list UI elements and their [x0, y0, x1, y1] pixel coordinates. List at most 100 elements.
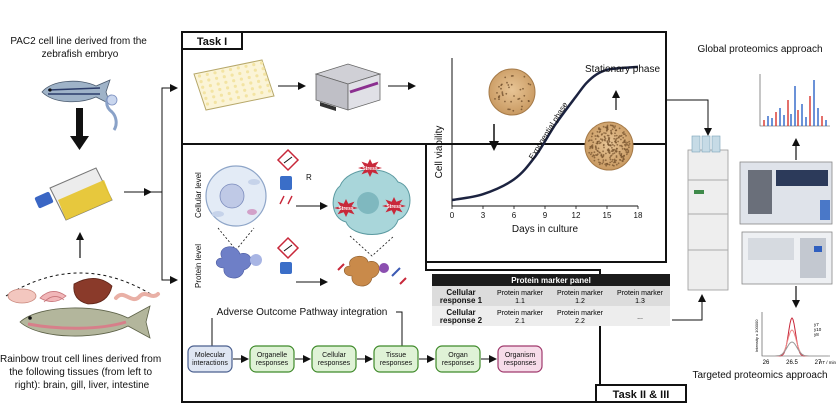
chromatogram: Intensity x 100000 26 26.5 27 RT / min y… — [754, 312, 836, 366]
targeted-proteomics-label: Targeted proteomics approach — [692, 370, 827, 381]
chrom-y-axis-label: Intensity x 100000 — [754, 319, 759, 352]
petri-dish-sparse-icon — [488, 68, 536, 116]
aop-node-label: Cellular — [322, 352, 346, 359]
aop-node-box — [249, 345, 295, 373]
panel-cell: 1.1 — [515, 298, 525, 305]
aop-node-label: responses — [380, 360, 413, 367]
dashed-arc — [5, 272, 155, 297]
aop-node-box — [497, 345, 543, 373]
chrom-legend-y8: y8 — [814, 332, 819, 337]
aop-node-box — [311, 345, 357, 373]
growth-tick-label: 3 — [481, 211, 486, 220]
task23-panel: Task II & III Cellular level Protein lev… — [181, 143, 687, 403]
mass-spectrometer-icon — [739, 161, 833, 225]
stress-burst-icon — [382, 197, 406, 215]
panel-cell: Protein marker — [617, 290, 664, 297]
chrom-x-unit: RT / min — [819, 360, 836, 365]
stress-burst-icon — [358, 159, 382, 177]
panel-cell: 2.2 — [575, 318, 585, 325]
panel-cell: Protein marker — [497, 310, 544, 317]
culture-flask-icon — [34, 167, 113, 221]
left-column: PAC2 cell line derived from the zebrafis… — [0, 36, 178, 391]
arrow-to-task23 — [161, 192, 178, 284]
aop-node-label: responses — [442, 360, 475, 367]
arrow-to-lc — [666, 99, 712, 136]
brain-icon — [7, 288, 37, 304]
aop-node-label: responses — [256, 360, 289, 367]
growth-y-label: Cell viability — [434, 126, 445, 179]
panel-cell: ... — [637, 314, 643, 321]
panel-row-label: Cellular — [446, 288, 475, 297]
trout-caption: Rainbow trout cell lines derived from th… — [0, 354, 164, 391]
aop-node-label: Tissue — [386, 352, 406, 359]
aop-node-box — [373, 345, 419, 373]
panel-cell: Protein marker — [557, 290, 604, 297]
task1-panel: Task I 0 3 6 9 12 15 18 Days in culture Cell v… — [181, 31, 667, 263]
arrow-to-task1 — [150, 84, 178, 193]
zebrafish-icon — [41, 79, 111, 105]
stress-label: Stress — [386, 204, 402, 210]
growth-tick-label: 6 — [512, 211, 517, 220]
intestine-icon — [114, 292, 160, 302]
growth-curve — [451, 65, 639, 202]
stressed-cell-icon — [332, 169, 411, 235]
panel-row-label: response 1 — [440, 296, 483, 305]
panel-cell: 1.2 — [575, 298, 585, 305]
damaged-protein-icon — [337, 255, 407, 287]
global-proteomics-label: Global proteomics approach — [697, 44, 822, 55]
chrom-legend-y10: y10 — [814, 327, 822, 332]
chemical-hazard-icon-2 — [276, 236, 300, 274]
pac2-caption: PAC2 cell line derived from the zebrafis… — [10, 36, 149, 60]
growth-tick-label: 15 — [603, 211, 612, 220]
panel-cell: Protein marker — [557, 310, 604, 317]
aop-node-label: responses — [504, 360, 537, 367]
stress-label: Stress — [338, 206, 354, 212]
task1-title: Task I — [197, 36, 227, 48]
chrom-tick-27: 27 — [815, 360, 822, 366]
stationary-phase-label: Stationary phase — [585, 64, 660, 75]
petri-dish-confluent-icon — [584, 121, 634, 171]
lc-system-icon — [687, 135, 729, 291]
liver-icon — [73, 278, 113, 305]
growth-chart: 0 3 6 9 12 15 18 Days in culture Cell viabilit… — [434, 58, 643, 235]
growth-tick-label: 18 — [634, 211, 643, 220]
growth-chart-ticks: 0 3 6 9 12 15 18 — [450, 206, 643, 220]
cell-icon — [205, 165, 267, 227]
zoom-lines-right — [349, 235, 395, 257]
zoom-lines-left — [217, 227, 255, 251]
multiwell-plate-icon — [193, 59, 275, 111]
aop-node-label: interactions — [192, 360, 228, 367]
growth-tick-label: 12 — [572, 211, 581, 220]
stress-label: Stress — [362, 166, 378, 172]
aop-node-label: Organism — [505, 352, 536, 359]
aop-chain: MolecularinteractionsOrganelleresponsesC… — [187, 345, 543, 373]
svg-text:R: R — [306, 173, 312, 182]
chromatogram-trace-y8 — [764, 341, 828, 357]
task23-title: Task II & III — [613, 389, 670, 401]
growth-tick-label: 0 — [450, 211, 455, 220]
panel-cell: Protein marker — [497, 290, 544, 297]
growth-x-label: Days in culture — [512, 224, 579, 235]
aop-node-label: Organelle — [257, 352, 287, 359]
aop-node-box — [435, 345, 481, 373]
gill-icon — [39, 291, 67, 303]
right-column: Global proteomics approach — [666, 44, 836, 381]
arrow-down-icon — [70, 108, 89, 150]
panel-row — [432, 286, 670, 306]
growth-tick-label: 9 — [543, 211, 548, 220]
targeted-ms-icon — [741, 231, 833, 285]
panel-row-label: response 2 — [440, 316, 483, 325]
panel-row — [432, 306, 670, 326]
mass-spectrum — [752, 70, 834, 132]
protein-level-label: Protein level — [194, 244, 203, 288]
arrow-panel-to-lcms — [672, 294, 706, 321]
aop-node-box — [187, 345, 233, 373]
panel-title: Protein marker panel — [511, 276, 591, 285]
aop-node-label: Organ — [448, 352, 468, 359]
aop-title: Adverse Outcome Pathway integration — [217, 307, 388, 318]
exponential-phase-label: Exponential phase — [527, 100, 570, 161]
aop-node-label: responses — [318, 360, 351, 367]
panel-cell: 1.3 — [635, 298, 645, 305]
